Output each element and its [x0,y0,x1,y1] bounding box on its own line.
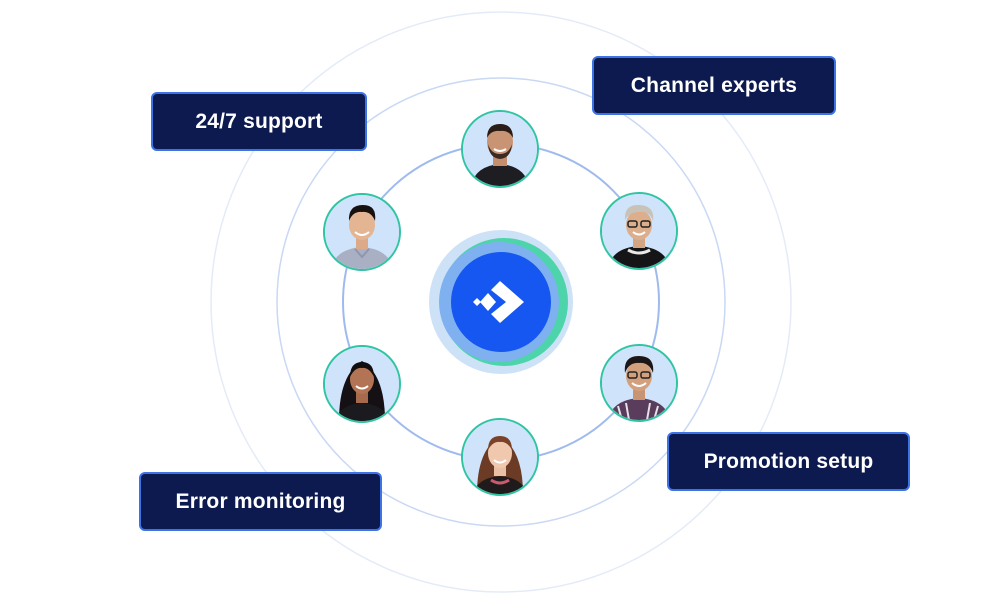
team-member-avatar-5 [323,345,401,423]
outer-ring [210,11,792,593]
person-icon [325,195,399,269]
middle-ring [276,77,726,527]
label-error-monitoring: Error monitoring [139,472,382,531]
person-icon [463,420,537,494]
label-24-7-support: 24/7 support [151,92,367,151]
team-member-avatar-6 [323,193,401,271]
team-member-avatar-1 [461,110,539,188]
team-member-avatar-4 [461,418,539,496]
person-icon [325,347,399,421]
label-channel-experts: Channel experts [592,56,836,115]
brand-logo-icon [429,230,573,374]
label-promotion-setup: Promotion setup [667,432,910,491]
person-icon [602,194,676,268]
team-member-avatar-2 [600,192,678,270]
person-icon [463,112,537,186]
team-member-avatar-3 [600,344,678,422]
person-icon [602,346,676,420]
